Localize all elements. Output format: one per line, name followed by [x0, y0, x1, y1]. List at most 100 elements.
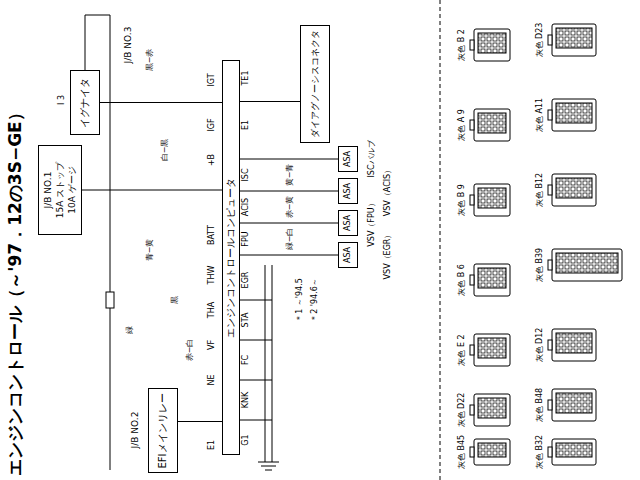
component-name: ASA	[344, 246, 352, 264]
connector-icon	[470, 264, 510, 296]
component-name: エンジンコントロールコンピュータ	[226, 177, 236, 339]
wire-connector	[82, 190, 222, 191]
component-box: ASA	[338, 210, 358, 236]
diagram-label: 赤−白	[186, 338, 194, 363]
ground-symbol	[265, 470, 272, 471]
wire	[110, 15, 111, 470]
diagram-label: FC	[242, 354, 250, 366]
diagram-label: 青−黄	[146, 238, 154, 263]
diagram-label: IGF	[208, 117, 216, 132]
component-box: イグナイタ	[70, 70, 100, 135]
diagram-label: J/B NO.2	[131, 411, 140, 450]
connector-icon	[470, 394, 510, 426]
connector-icon	[470, 109, 510, 141]
ground-symbol	[261, 466, 276, 467]
diagram-label: I 3	[58, 94, 66, 106]
diagram-label: E1	[242, 119, 250, 131]
wire	[272, 265, 273, 462]
component-box: エンジンコントロールコンピュータ	[222, 60, 240, 455]
wire	[240, 380, 272, 381]
ground-symbol	[258, 462, 279, 463]
diagram-label: 灰色 D12	[536, 327, 544, 364]
component-name: J/B NO.1	[44, 171, 53, 210]
wire	[85, 15, 110, 16]
wire-group	[85, 0, 440, 480]
component-name: イグナイタ	[80, 77, 90, 129]
diagram-label: EGR	[242, 271, 250, 290]
wire	[240, 420, 272, 421]
connector-icon	[548, 99, 596, 131]
connector-icon	[548, 439, 596, 465]
diagram-label: VSV（FPU）	[368, 198, 376, 247]
separator-line	[440, 0, 441, 480]
diagram-label: 灰色 B32	[536, 434, 544, 470]
diagram-label: 灰色 B 6	[458, 263, 466, 297]
wire	[240, 300, 272, 301]
component-box: ダイアグノーシスコネクタ	[300, 25, 330, 143]
diagram-title: エンジンコントロール（～'97．12の3S−GE）	[7, 103, 24, 476]
connector-icon	[470, 29, 510, 61]
diagram-label: FPU	[242, 230, 250, 247]
diagram-label: 灰色 B45	[458, 434, 466, 470]
wire-connector	[240, 191, 338, 192]
connector-icon	[548, 174, 596, 206]
component-box: J/B NO.115A ストップ10A ゲージ	[38, 145, 82, 235]
wire-connector	[178, 421, 222, 422]
diagram-label: VF	[208, 339, 216, 351]
diagram-label: E1	[208, 439, 216, 451]
diagram-label: G1	[242, 433, 250, 446]
diagram-label: 灰色 B39	[536, 247, 544, 283]
wire	[265, 265, 266, 462]
diagram-label: ISC	[242, 167, 250, 182]
diagram-label: VSV（EGR）	[384, 230, 392, 281]
component-name: ASA	[344, 150, 352, 168]
diagram-label: 赤−黄	[286, 195, 294, 220]
diagram-label: BATT	[208, 224, 216, 246]
diagram-label: VSV（ACIS）	[384, 165, 392, 217]
diagram-label: 灰色 B 2	[458, 28, 466, 62]
connector-icon	[470, 439, 510, 465]
component-box: EFIメインリレー	[148, 388, 178, 473]
component-box: ASA	[338, 146, 358, 172]
diagram-label: J/B NO.3	[124, 26, 133, 65]
diagram-label: KNK	[242, 391, 250, 409]
component-name: ダイアグノーシスコネクタ	[311, 29, 320, 139]
connector-icon	[548, 249, 622, 281]
wire	[85, 15, 86, 70]
diagram-label: 緑	[126, 325, 134, 335]
diagram-label: STA	[242, 312, 250, 329]
diagram-label: THW	[208, 265, 216, 286]
connector-icon	[548, 24, 596, 56]
diagram-label: IGT	[208, 72, 216, 87]
diagram-label: ＊1 ～'94.5	[296, 277, 304, 323]
component-name: EFIメインリレー	[158, 392, 168, 469]
diagram-label: 黒−赤	[146, 48, 154, 73]
diagram-label: 灰色 A11	[536, 97, 544, 133]
diagram-label: 白−黒	[161, 138, 169, 163]
connector-icon	[548, 329, 596, 361]
diagram-label: 緑−白	[286, 227, 294, 252]
diagram-label: TE1	[242, 69, 250, 86]
diagram-label: NE	[208, 373, 216, 386]
component-box: ASA	[338, 242, 358, 268]
diagram-label: 黒	[171, 295, 179, 305]
diagram-label: 灰色 D22	[458, 392, 466, 429]
fuse-symbol	[106, 292, 114, 308]
diagram-label: 灰色 B48	[536, 387, 544, 423]
wire-connector	[240, 223, 338, 224]
wire-connector	[240, 101, 300, 102]
wire-connector	[100, 102, 222, 103]
component-name: ASA	[344, 214, 352, 232]
diagram-label: 灰色 B12	[536, 172, 544, 208]
component-name: ASA	[344, 182, 352, 200]
diagram-label: THA	[208, 301, 216, 319]
diagram-label: ISCバルブ	[368, 139, 376, 178]
diagram-label: +B	[208, 153, 216, 167]
connector-icon	[470, 184, 510, 216]
diagram-label: 灰色 E 2	[458, 333, 466, 366]
diagram-label: ＊2 '94.6～	[311, 277, 319, 323]
connector-icon	[548, 389, 596, 421]
diagram-label: 灰色 B 9	[458, 183, 466, 217]
